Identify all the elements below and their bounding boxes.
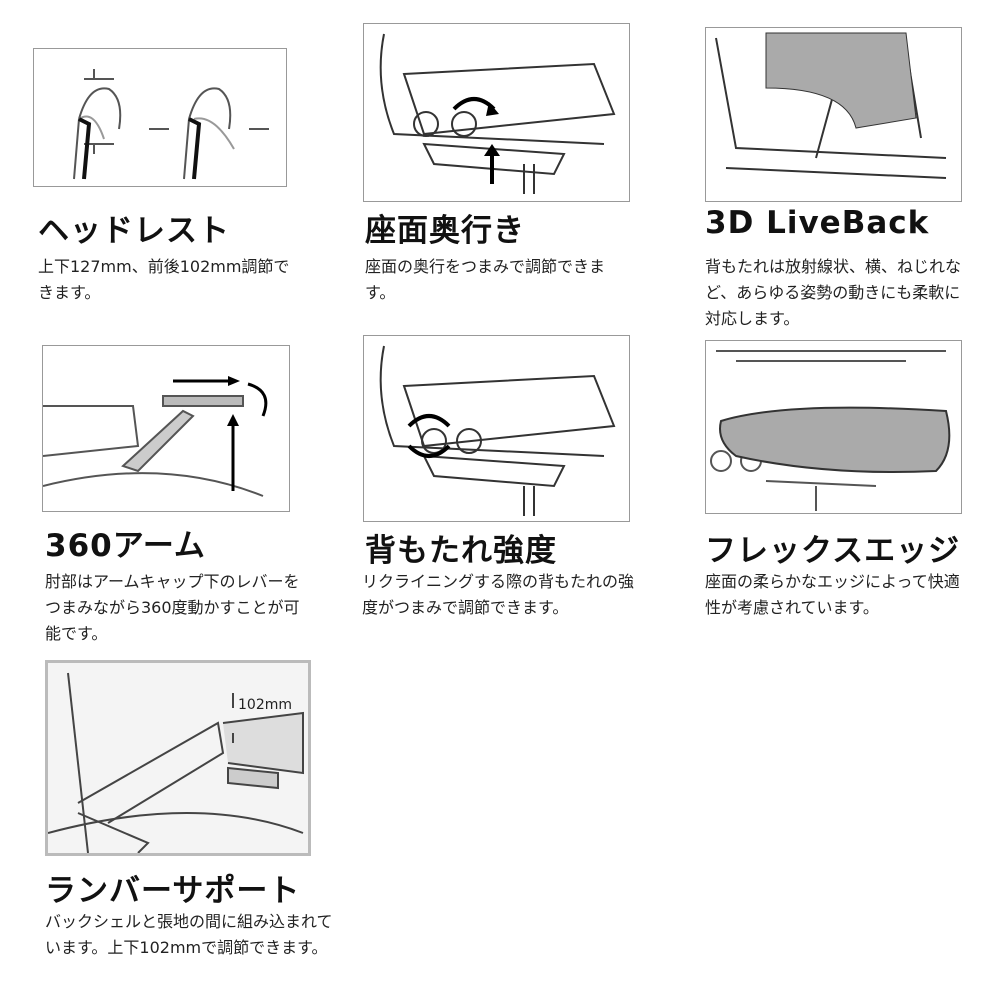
arm-illustration [42,345,290,512]
seat-depth-illustration [363,23,630,202]
feature-description: 座面の柔らかなエッジによって快適性が考慮されています。 [705,572,960,617]
feature-description: 背もたれは放射線状、横、ねじれなど、あらゆる姿勢の動きにも柔軟に対応します。 [705,257,962,328]
feature-title: ランバーサポート [45,873,301,909]
feature-description: リクライニングする際の背もたれの強度がつまみで調節できます。 [362,572,635,617]
feature-description: 上下127mm、前後102mm調節できます。 [38,257,290,302]
flex-edge-illustration [705,340,962,514]
feature-title: 座面奥行き [365,213,525,249]
feature-title: 360アーム [45,528,206,564]
lumbar-adjustment-label: 102mm [238,697,292,713]
feature-description: バックシェルと張地の間に組み込まれています。上下102mmで調節できます。 [45,912,333,957]
liveback-illustration [705,27,962,202]
feature-title: ヘッドレスト [38,213,230,249]
feature-description: 座面の奥行をつまみで調節できます。 [365,257,606,302]
feature-title: 3D LiveBack [705,205,930,241]
feature-title: フレックスエッジ [705,533,961,569]
headrest-illustration [33,48,287,187]
feature-description: 肘部はアームキャップ下のレバーをつまみながら360度動かすことが可能です。 [45,572,300,643]
lumbar-support-illustration: 102mm [45,660,311,856]
feature-title: 背もたれ強度 [365,533,557,569]
back-tension-illustration [363,335,630,522]
